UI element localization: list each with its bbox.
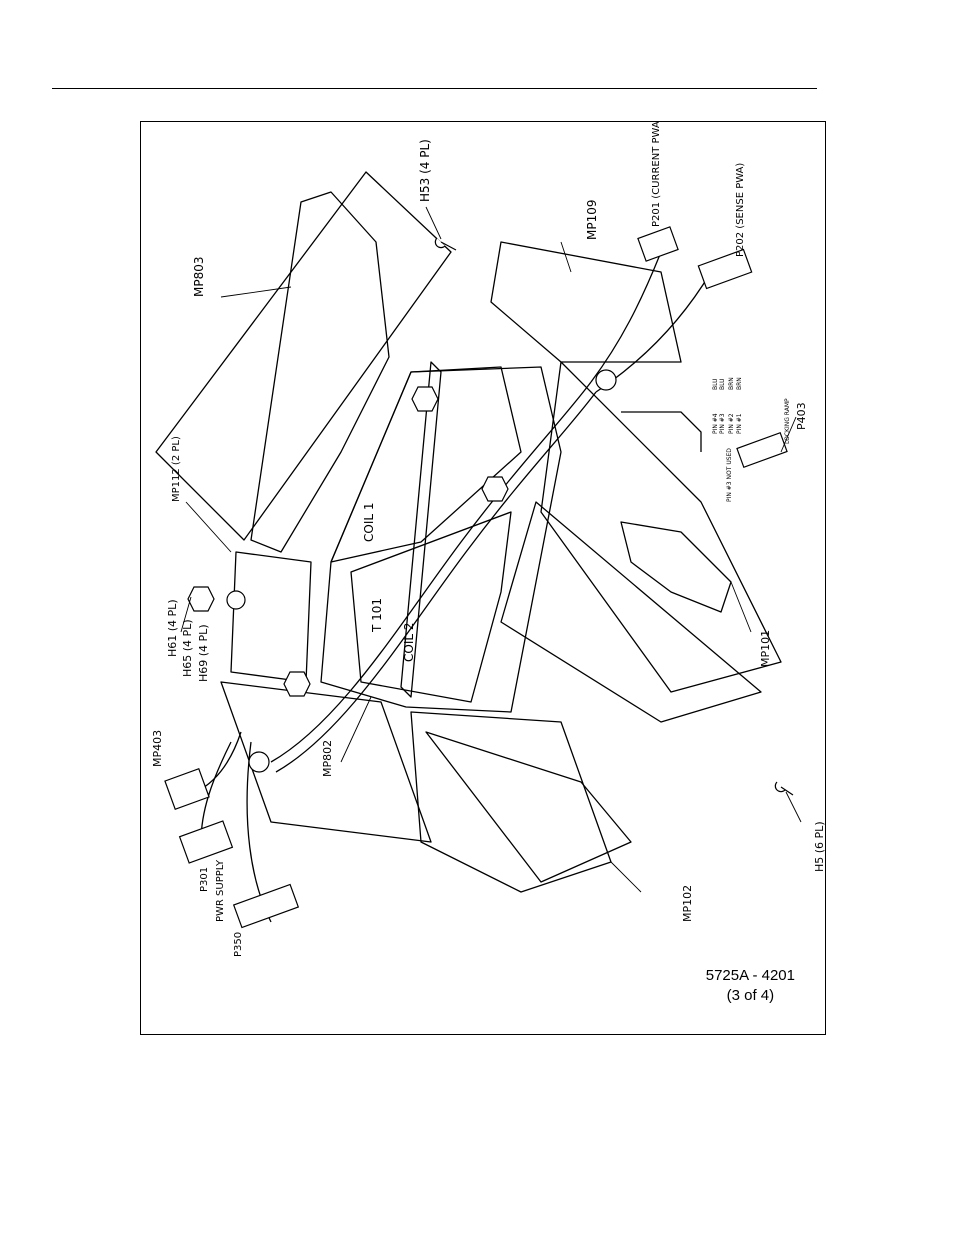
grommet-lower bbox=[248, 751, 270, 773]
cable-to-p201 bbox=[590, 251, 662, 383]
callout-mp102: MP102 bbox=[681, 885, 694, 922]
bracket-mp102 bbox=[410, 711, 612, 893]
connector-p202 bbox=[697, 248, 753, 290]
coil-2 bbox=[350, 511, 512, 703]
leader-mp802 bbox=[340, 696, 372, 763]
pin-4: PIN #4 bbox=[712, 413, 719, 434]
hex-nut-lower bbox=[283, 671, 311, 697]
base-plate-mp802 bbox=[220, 681, 432, 843]
cover-plate-mp803 bbox=[155, 171, 452, 541]
chassis-mp101 bbox=[540, 361, 782, 693]
cable-harness-2 bbox=[275, 391, 597, 773]
figure-frame: MP803 H53 (4 PL) MP109 P201 (CURRENT PWA… bbox=[140, 121, 826, 1035]
transformer-t101 bbox=[320, 366, 562, 713]
hex-nut-h61 bbox=[187, 586, 215, 612]
callout-h61: H61 (4 PL) bbox=[166, 599, 179, 657]
chassis-cutout bbox=[620, 521, 732, 613]
callout-h5: H5 (6 PL) bbox=[813, 821, 826, 872]
callout-locking-ramp: LOCKING RAMP bbox=[784, 398, 791, 444]
wire-brn-b: BRN bbox=[736, 377, 743, 390]
callout-p202: P202 (SENSE PWA) bbox=[735, 163, 746, 257]
screw-h5 bbox=[774, 781, 794, 796]
pin-1: PIN #1 bbox=[736, 413, 743, 434]
switch-mp403 bbox=[164, 767, 210, 811]
connector-p403 bbox=[736, 431, 788, 469]
leader-h5 bbox=[785, 791, 802, 823]
bracket-mp112 bbox=[230, 551, 312, 683]
wire-blu-b: BLU bbox=[719, 378, 726, 390]
callout-p403: P403 bbox=[795, 402, 808, 430]
washer-h65 bbox=[226, 590, 246, 610]
hex-nut-upper bbox=[411, 386, 439, 412]
chassis-base bbox=[500, 501, 762, 723]
figure-identifier: 5725A - 4201 (3 of 4) bbox=[706, 966, 795, 1006]
label-coil-2: COIL 2 bbox=[402, 623, 416, 663]
coil-1 bbox=[330, 366, 522, 563]
leader-h61 bbox=[180, 596, 192, 633]
bracket-mp109 bbox=[490, 241, 682, 363]
callout-mp403: MP403 bbox=[151, 730, 164, 767]
callout-mp112: MP112 (2 PL) bbox=[171, 436, 182, 502]
callout-mp101: MP101 bbox=[759, 630, 772, 667]
wire-brn-a: BRN bbox=[728, 377, 735, 390]
exploded-assembly-drawing: MP803 H53 (4 PL) MP109 P201 (CURRENT PWA… bbox=[151, 122, 826, 957]
pin-3-not-used: PIN #3 NOT USED bbox=[726, 448, 733, 502]
callout-p350: P350 bbox=[233, 932, 244, 957]
wire-blu-a: BLU bbox=[712, 378, 719, 390]
figure-number: 5725A - 4201 bbox=[705, 967, 795, 984]
connector-p201 bbox=[637, 226, 679, 262]
wire-to-p403 bbox=[621, 411, 702, 452]
grommet-upper bbox=[595, 369, 617, 391]
figure-sheet: (3 of 4) bbox=[726, 987, 775, 1004]
leader-mp102 bbox=[610, 861, 642, 893]
callout-pwr-supply: PWR SUPPLY bbox=[215, 859, 226, 922]
connector-p350 bbox=[232, 883, 300, 929]
leader-mp109 bbox=[560, 241, 572, 273]
cover-plate-flange bbox=[250, 191, 390, 553]
callout-p301: P301 bbox=[199, 867, 210, 892]
bracket-flange bbox=[425, 731, 632, 883]
callout-h65: H65 (4 PL) bbox=[181, 619, 194, 677]
callout-p201: P201 (CURRENT PWA) bbox=[651, 122, 662, 227]
label-coil-1: COIL 1 bbox=[362, 503, 376, 543]
callout-mp109: MP109 bbox=[585, 200, 599, 241]
leader-mp112 bbox=[185, 501, 232, 553]
core-strip bbox=[400, 361, 442, 698]
leader-h53 bbox=[425, 206, 442, 240]
callout-mp802: MP802 bbox=[321, 740, 334, 777]
leader-p403 bbox=[780, 416, 797, 453]
callout-h69: H69 (4 PL) bbox=[197, 624, 210, 682]
connector-p301 bbox=[178, 820, 234, 864]
cable-harness-main bbox=[270, 381, 592, 763]
header-rule bbox=[52, 88, 817, 89]
hex-nut-mid bbox=[481, 476, 509, 502]
callout-mp803: MP803 bbox=[192, 257, 206, 298]
pin-2: PIN #2 bbox=[728, 413, 735, 434]
screw-h53 bbox=[434, 237, 457, 251]
callout-h53: H53 (4 PL) bbox=[418, 139, 432, 202]
label-t101: T 101 bbox=[370, 598, 384, 633]
leader-mp101 bbox=[730, 581, 752, 633]
leader-mp803 bbox=[220, 286, 292, 298]
pin-3: PIN #3 bbox=[719, 413, 726, 434]
